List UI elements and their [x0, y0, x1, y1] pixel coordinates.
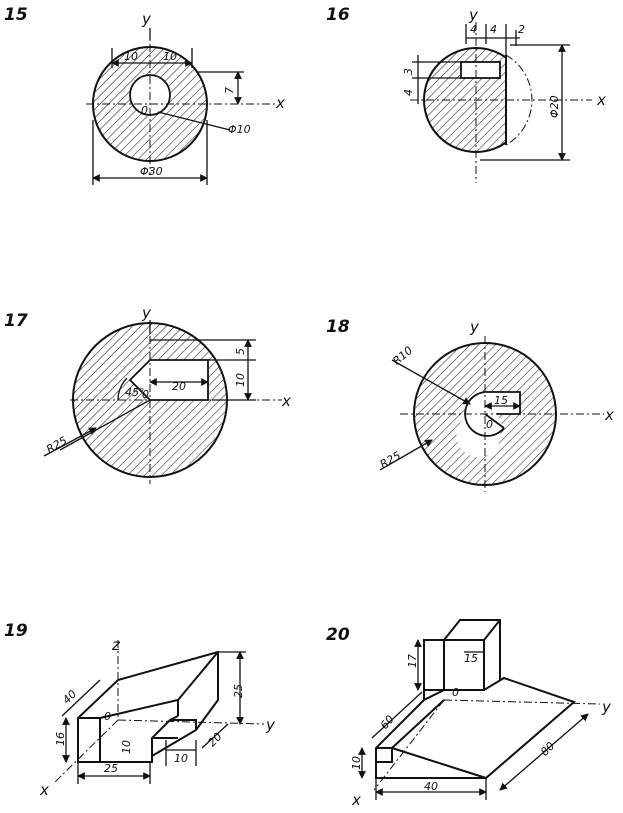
figure-20-x-axis [373, 699, 445, 791]
figure-15-dim-left: 10 [124, 50, 138, 63]
figure-16-dim-c: 2 [518, 23, 525, 36]
figure-17-y-label: y [141, 304, 152, 322]
figure-18-dim-15: 15 [494, 394, 508, 407]
figure-20-y-label: y [601, 698, 612, 716]
figure-19-dim-10-b: 10 [174, 752, 188, 765]
figure-20-y-axis [443, 699, 601, 705]
figure-19-dim-25-right: 25 [232, 684, 245, 698]
figure-17-dim-45: 45° [125, 386, 145, 399]
figure-20-dim-10: 10 [350, 756, 363, 770]
figure-15-origin: 0 [141, 104, 148, 117]
figure-15-y-label: y [141, 10, 152, 28]
figure-18-y-label: y [469, 318, 480, 336]
figure-16-dim-3: 3 [402, 68, 415, 75]
figure-18-x-label: x [604, 406, 614, 424]
figure-16-y-label: y [468, 6, 479, 24]
figure-16: 16 y x 4 4 2 3 4 Φ20 [326, 5, 606, 183]
figure-16-removed-arc [505, 54, 533, 146]
figure-17-dim-20: 20 [172, 380, 186, 393]
figure-17-dim-R25: R25 [44, 434, 69, 456]
figure-20-number: 20 [326, 625, 350, 645]
figure-19-dim-25-bottom: 25 [104, 762, 118, 775]
figure-19-x-label: x [39, 781, 49, 799]
figure-15-x-label: x [275, 94, 285, 112]
figure-19-z-label: z [111, 636, 121, 654]
figure-17-dim-10: 10 [234, 373, 247, 387]
figure-20-dim-17: 17 [406, 654, 419, 668]
figure-18-dim-R10: R10 [390, 344, 415, 368]
figure-20-x-label: x [351, 791, 361, 809]
figure-15: 15 y x 0 10 10 7 Φ10 Φ30 [4, 5, 285, 185]
figure-19-dim-20: 20 [206, 730, 225, 749]
figure-20-dim-40: 40 [424, 780, 438, 793]
figure-18: 18 y x 0 15 R10 R25 [326, 317, 614, 492]
figure-19-dim-10-a: 10 [120, 740, 133, 754]
figure-20-origin: 0 [452, 686, 459, 699]
figure-19-dim-16: 16 [54, 732, 67, 746]
figure-19-solid [77, 650, 219, 763]
figure-18-origin: 0 [486, 418, 493, 431]
figure-19: 19 z y x 0 40 16 25 10 10 [4, 621, 276, 799]
figure-15-dim-right: 10 [163, 50, 177, 63]
figure-18-dim-R25: R25 [378, 449, 403, 471]
figure-15-number: 15 [4, 5, 28, 25]
figure-15-dim-7: 7 [223, 87, 236, 94]
figure-16-dim-b: 4 [490, 23, 497, 36]
figure-16-number: 16 [326, 5, 350, 25]
figure-20-dim-15: 15 [464, 652, 478, 665]
figure-17: 17 y x 0 20 5 10 45° R25 [4, 304, 291, 484]
figure-16-dim-4: 4 [402, 89, 415, 96]
figure-17-dim-5: 5 [234, 348, 247, 355]
figure-19-x-axis [54, 719, 119, 783]
figure-17-origin: 0 [142, 388, 149, 401]
figure-17-number: 17 [4, 311, 28, 331]
figure-19-number: 19 [4, 621, 28, 641]
figure-20: 20 y x 0 17 15 60 10 40 80 [326, 619, 612, 809]
figure-17-x-label: x [281, 392, 291, 410]
figure-16-dim-phi20: Φ20 [548, 95, 561, 118]
figure-15-dim-phi10: Φ10 [228, 123, 251, 136]
figure-19-dim-40: 40 [60, 688, 79, 707]
figure-16-x-label: x [596, 91, 606, 109]
figure-16-slot [460, 61, 501, 79]
figure-19-y-label: y [265, 716, 276, 734]
figure-15-dim-phi30: Φ30 [140, 165, 163, 178]
figure-18-number: 18 [326, 317, 350, 337]
figure-16-dim-a: 4 [470, 23, 477, 36]
